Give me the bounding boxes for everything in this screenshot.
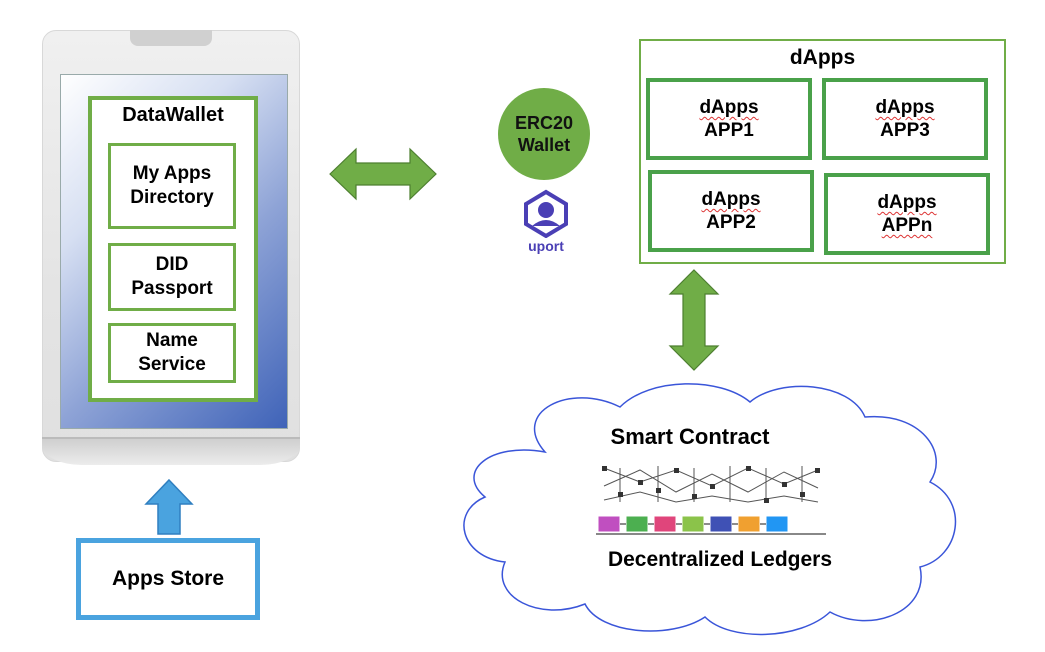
module-label-line2: Directory <box>130 187 214 208</box>
apps-store-box[interactable]: Apps Store <box>76 538 260 620</box>
decentralized-ledgers-label: Decentralized Ledgers <box>607 548 833 571</box>
apps-store-label: Apps Store <box>111 567 224 590</box>
dapps-title: dApps <box>789 46 856 69</box>
module-label-line2: Service <box>138 354 206 375</box>
module-label-line1: My Apps <box>132 163 212 184</box>
module-label-line2: Passport <box>131 278 213 299</box>
erc20-line2: Wallet <box>517 135 571 155</box>
dapp-app1[interactable]: dApps APP1 <box>646 78 812 160</box>
erc20-wallet-circle[interactable]: ERC20 Wallet <box>498 88 590 180</box>
dapp-label: dApps <box>699 97 759 118</box>
double-arrow-vertical-icon <box>668 269 720 371</box>
erc20-line1: ERC20 <box>514 113 574 133</box>
module-name-service[interactable]: Name Service <box>108 323 236 383</box>
arrow-up-icon <box>144 478 194 535</box>
dapp-app3[interactable]: dApps APP3 <box>822 78 988 160</box>
dapp-label: dApps <box>877 192 937 213</box>
module-label-line1: Name <box>146 330 198 351</box>
module-label-line1: DID <box>155 254 189 275</box>
dapp-label: dApps <box>875 97 935 118</box>
dapp-label: dApps <box>701 189 761 210</box>
module-did-passport[interactable]: DID Passport <box>108 243 236 311</box>
dapp-appn[interactable]: dApps APPn <box>824 173 990 255</box>
double-arrow-horizontal-icon <box>329 147 437 201</box>
phone-notch <box>130 30 212 46</box>
uport-logo-icon <box>524 189 568 238</box>
dapp-app2[interactable]: dApps APP2 <box>648 170 814 252</box>
uport-label: uport <box>528 238 564 254</box>
datawallet-title: DataWallet <box>122 104 224 126</box>
blockchain-blocks-icon <box>596 515 826 535</box>
network-graph-icon <box>602 466 820 503</box>
dapp-app-name: APP3 <box>880 120 930 141</box>
dapp-app-name: APPn <box>881 215 933 236</box>
dapp-app-name: APP1 <box>704 120 754 141</box>
smart-contract-title: Smart Contract <box>610 424 770 449</box>
dapp-app-name: APP2 <box>706 212 756 233</box>
cloud-shape <box>463 383 957 636</box>
module-my-apps-directory[interactable]: My Apps Directory <box>108 143 236 229</box>
phone-base <box>42 437 300 465</box>
